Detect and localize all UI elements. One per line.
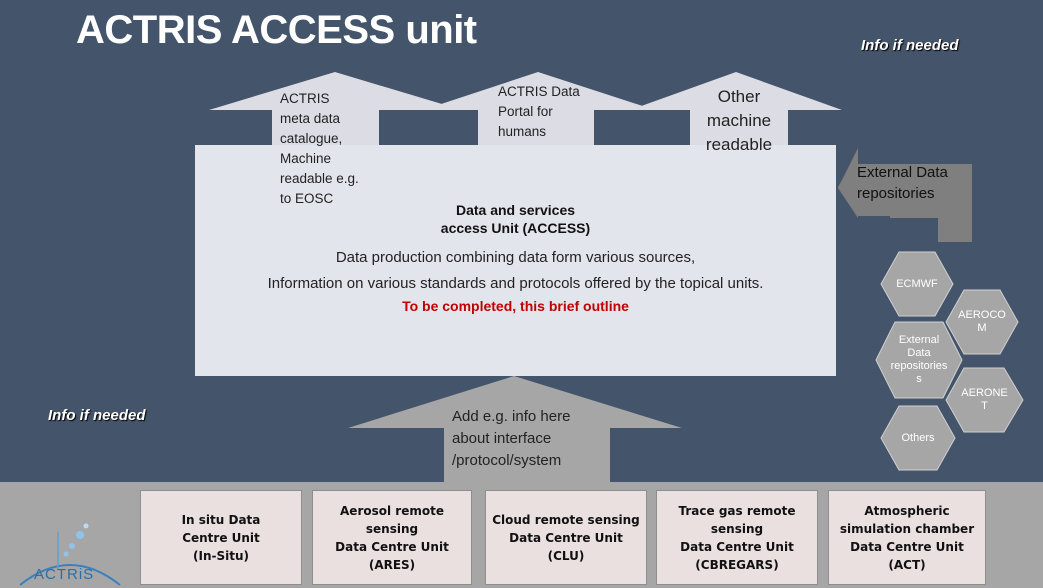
info-note-left: Info if needed [48,407,146,424]
unit-act: Atmospheric simulation chamber Data Cent… [828,490,986,585]
hexagon-external-data [875,321,963,399]
access-unit-description: Data production combining data form vari… [267,249,764,292]
arrow-up-machine-readable [630,72,842,147]
arrow-up-meta-catalogue [209,72,462,147]
hexagon-aeronet-label: AERONE T [961,387,1008,412]
hexagon-external-data-label: External Data repositories s [890,334,948,385]
arrow-up-interface [348,376,682,482]
unit-clu: Cloud remote sensing Data Centre Unit (C… [485,490,647,585]
arrow-external-data [838,154,972,242]
access-unit-note: To be completed, this brief outline [402,298,629,314]
external-data-label: External Data repositories [857,164,948,202]
info-note-top: Info if needed [861,37,959,54]
page-title: ACTRIS ACCESS unit [76,8,477,52]
hexagon-ecmwf-label: ECMWF [896,278,938,290]
access-unit-title: Data and services access Unit (ACCESS) [440,202,591,236]
arrow-text-machine-readable: Other machine readable [705,87,773,154]
interface-arrow-text: Add e.g. info here about interface /prot… [452,408,571,469]
arrow-text-data-portal: ACTRIS Data Portal for humans [498,84,580,139]
hexagon-others [880,405,956,471]
actris-logo-text: ACTRiS [34,566,95,583]
hexagon-others-label: Others [901,432,935,444]
arrow-text-meta-catalogue: ACTRIS meta data catalogue, Machine read… [280,91,359,206]
access-unit-box [195,145,836,376]
hexagon-ecmwf [880,251,954,317]
arrow-up-data-portal [423,72,655,147]
hexagon-aerocom-label: AEROCO M [958,309,1006,334]
hexagon-aeronet [945,367,1024,433]
unit-in-situ: In situ Data Centre Unit (In-Situ) [140,490,302,585]
arrow-external-head [838,148,858,218]
unit-ares: Aerosol remote sensing Data Centre Unit … [312,490,472,585]
unit-cbregars: Trace gas remote sensing Data Centre Uni… [656,490,818,585]
hexagon-aerocom [945,289,1019,355]
